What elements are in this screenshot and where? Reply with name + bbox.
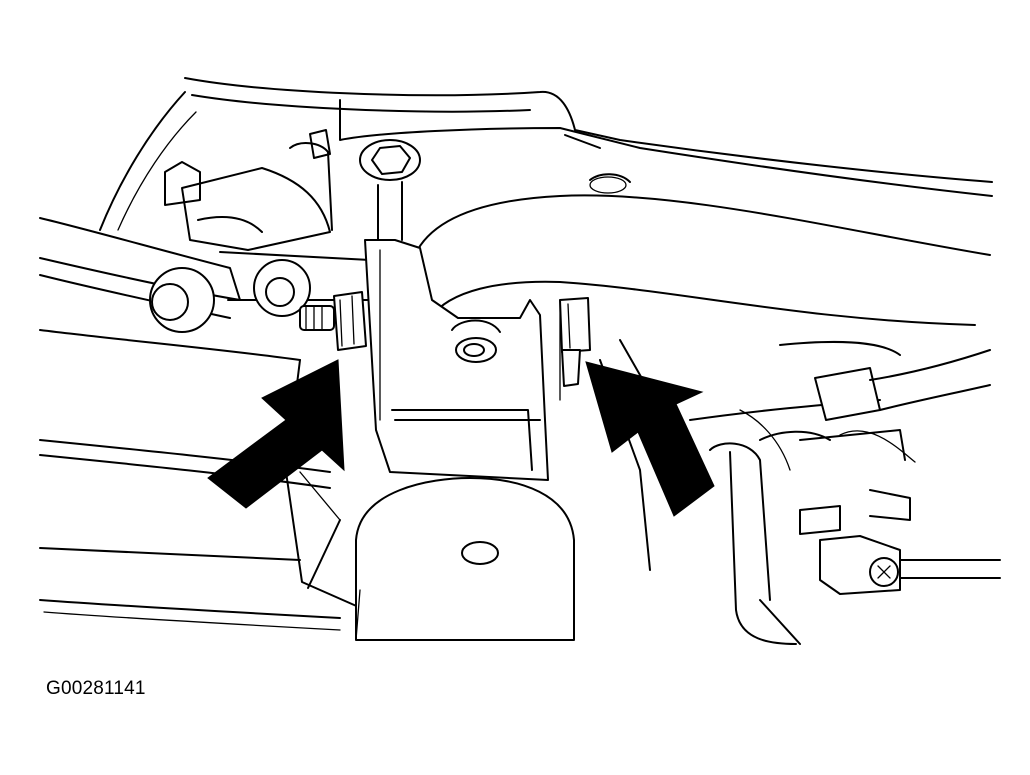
left-mount-nut — [299, 291, 367, 351]
lower-crossmember — [39, 329, 371, 631]
engine-mount-bracket — [364, 239, 561, 481]
upper-mount-bolt — [359, 139, 421, 241]
arrow-left-indicator — [207, 359, 345, 509]
arrow-right-indicator — [585, 361, 715, 517]
right-mount-nut — [559, 297, 591, 387]
lower-mount-cylinder — [355, 477, 575, 641]
figure-id-label: G00281141 — [46, 678, 146, 699]
left-control-arm — [39, 129, 373, 333]
coolant-hose — [409, 173, 991, 356]
upper-chassis-lines — [99, 77, 993, 231]
